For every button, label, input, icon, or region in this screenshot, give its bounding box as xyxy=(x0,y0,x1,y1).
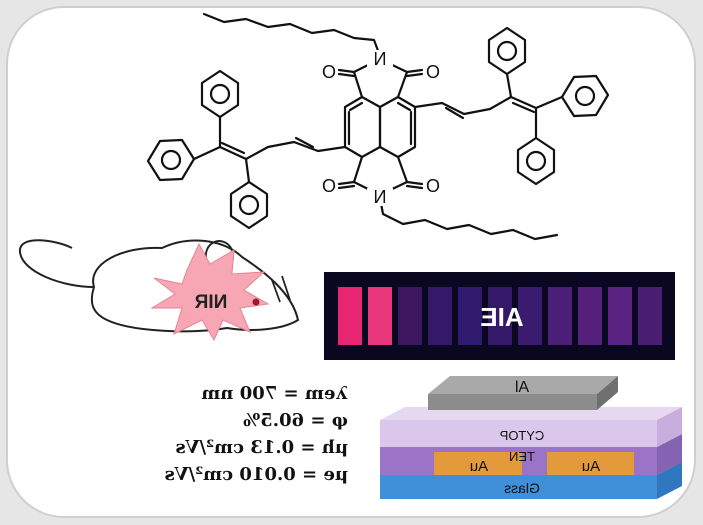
au-label-right: Au xyxy=(582,458,600,475)
ten-label: TEN xyxy=(509,449,535,464)
gold-electrode-right xyxy=(547,452,634,475)
hole-mobility: μh = 0.13 cm²/Vs xyxy=(175,437,348,458)
ofet-device-stack: Al CYTOP TEN Au Au Glass xyxy=(380,376,682,499)
chemical-structure xyxy=(146,12,610,241)
naphthalene-ring-right xyxy=(378,95,417,159)
gold-electrode-left xyxy=(434,452,522,475)
carbonyl-oxygen-label: O xyxy=(322,176,336,196)
phenyl-ring xyxy=(487,26,527,76)
imide-nitrogen-label-top: N xyxy=(374,49,387,69)
nir-label: NIR xyxy=(194,292,227,313)
au-label-left: Au xyxy=(470,458,488,475)
aie-vial-photo: AIE xyxy=(324,272,675,360)
al-label: Al xyxy=(515,379,529,396)
vial xyxy=(458,287,482,345)
imide-nitrogen-label-bottom: N xyxy=(374,187,387,207)
phenyl-ring xyxy=(560,74,610,118)
octyl-chain-bottom xyxy=(378,196,559,241)
aluminium-electrode-top xyxy=(428,394,597,410)
vial xyxy=(548,287,572,345)
carbonyl-oxygen-label: O xyxy=(426,62,440,82)
emission-wavelength: λem = 700 nm xyxy=(201,383,348,404)
mouse-eye xyxy=(252,298,260,306)
glass-label: Glass xyxy=(504,480,540,496)
naphthalene-ring-left xyxy=(343,95,382,159)
vial xyxy=(398,287,422,345)
electron-mobility: μe = 0.010 cm²/Vs xyxy=(164,464,348,485)
mouse-illustration: NIR xyxy=(19,239,300,342)
vial xyxy=(488,287,512,345)
carbonyl-oxygen-label: O xyxy=(322,62,336,82)
vial xyxy=(368,287,392,345)
vial-row xyxy=(338,287,662,345)
phenyl-ring xyxy=(516,136,556,186)
aie-label: AIE xyxy=(480,302,523,332)
property-list: λem = 700 nm φ = 60.5% μh = 0.13 cm²/Vs … xyxy=(108,380,348,488)
glass-substrate xyxy=(380,475,657,499)
vial xyxy=(518,287,542,345)
graphical-abstract-card: N N O O O O NIR AIE xyxy=(6,6,696,518)
nir-burst xyxy=(150,242,270,342)
phenyl-ring xyxy=(229,180,269,230)
vial xyxy=(608,287,632,345)
figure-canvas: N N O O O O NIR AIE xyxy=(19,12,682,499)
vial xyxy=(338,287,362,345)
vial xyxy=(578,287,602,345)
phenyl-ring xyxy=(200,69,240,119)
octyl-chain-top xyxy=(202,12,382,58)
vial xyxy=(428,287,452,345)
vial xyxy=(638,287,662,345)
phenyl-ring xyxy=(146,138,196,182)
mouse-tail xyxy=(19,239,95,288)
dielectric-layer xyxy=(380,420,657,447)
carbonyl-oxygen-label: O xyxy=(426,176,440,196)
quantum-yield: φ = 60.5% xyxy=(243,410,348,431)
cytop-label: CYTOP xyxy=(500,428,545,443)
